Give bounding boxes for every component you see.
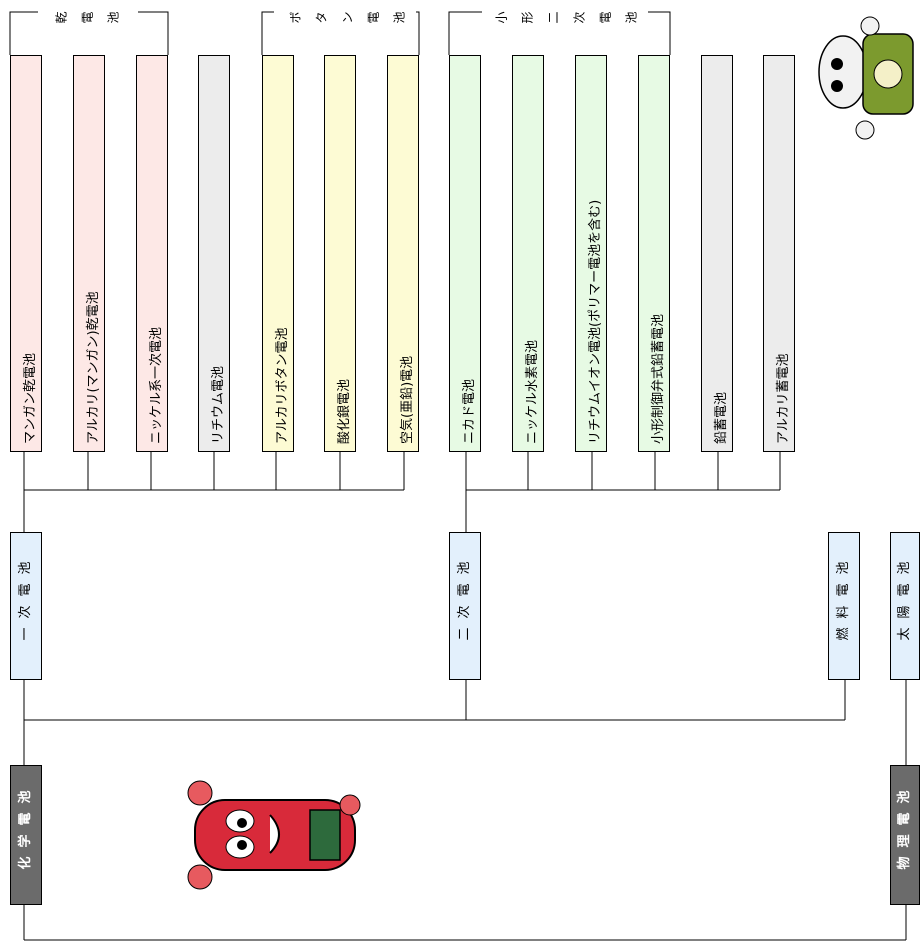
button-bracket-left [262, 12, 274, 55]
category-box-chemical-battery: 池電学化 [10, 765, 42, 905]
category-box-primary-battery: 池電次一 [10, 532, 42, 680]
battery-box-lithium-ion: リチウムイオン電池(ポリマー電池を含む) [575, 55, 607, 452]
battery-box-nickel-metal-hydride: ニッケル水素電池 [512, 55, 544, 452]
battery-box-silver-oxide: 酸化銀電池 [324, 55, 356, 452]
battery-box-alkaline-storage: アルカリ蓄電池 [763, 55, 795, 452]
group-label-dry-battery: 乾電池 [44, 2, 130, 19]
category-box-secondary-battery: 池電次二 [449, 532, 481, 680]
battery-box-small-valve-lead: 小形制御弁式鉛蓄電池 [638, 55, 670, 452]
category-box-physical-battery: 池電理物 [890, 765, 920, 905]
battery-mascot-icon [170, 765, 380, 905]
battery-box-nicad: ニカド電池 [449, 55, 481, 452]
group-label-small-secondary-battery: 小形二次電池 [484, 2, 648, 19]
category-box-solar-cell: 池電陽太 [890, 532, 920, 680]
battery-box-lead-acid: 鉛蓄電池 [701, 55, 733, 452]
category-box-fuel-cell: 池電料燃 [828, 532, 860, 680]
small-bracket-left [449, 12, 482, 55]
battery-box-alkaline-manganese: アルカリ(マンガン)乾電池 [73, 55, 105, 452]
battery-character-icon [815, 12, 920, 142]
battery-box-manganese: マンガン乾電池 [10, 55, 42, 452]
dry-bracket-right [138, 12, 168, 55]
battery-box-zinc-air: 空気(亜鉛)電池 [387, 55, 419, 452]
battery-box-alkaline-button: アルカリボタン電池 [262, 55, 294, 452]
group-label-button-battery: ボタン電池 [278, 2, 416, 19]
battery-box-nickel-primary: ニッケル系一次電池 [136, 55, 168, 452]
dry-bracket-left [10, 12, 38, 55]
battery-box-lithium: リチウム電池 [198, 55, 230, 452]
